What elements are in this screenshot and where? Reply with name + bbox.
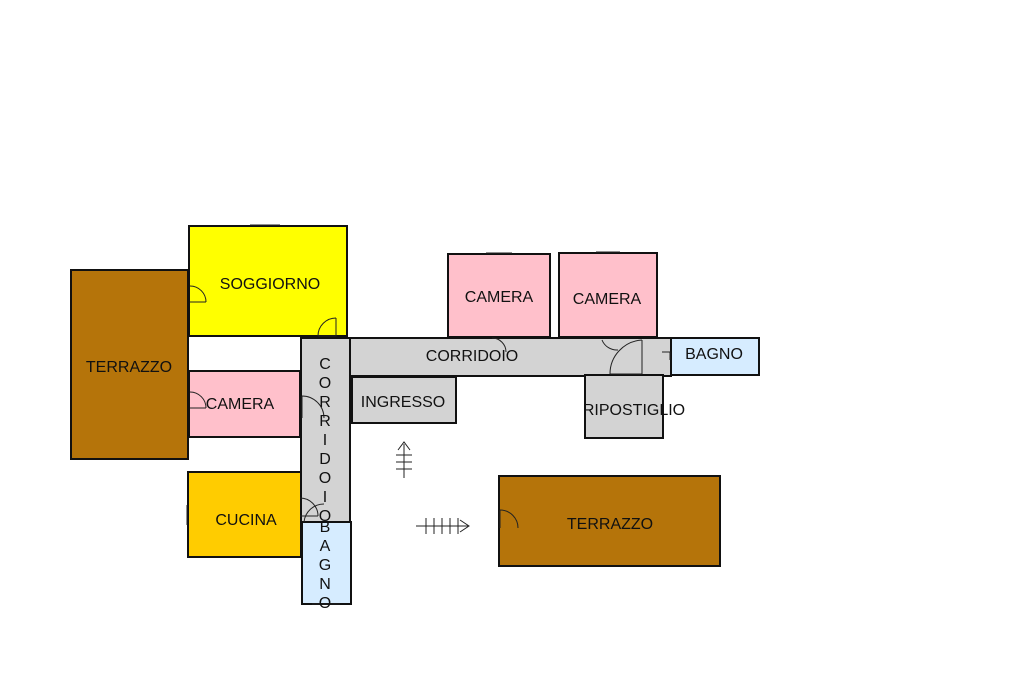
- vertical-label-letter: O: [318, 595, 332, 612]
- vertical-label-letter: D: [319, 451, 331, 468]
- door-arc-icon: [601, 339, 619, 351]
- room-corridoio-vertical: [300, 337, 351, 524]
- vertical-label-letter: B: [319, 519, 331, 536]
- door-arc-icon: [299, 497, 319, 517]
- door-arc-icon: [491, 337, 507, 353]
- door-arc-icon: [317, 317, 337, 337]
- room-soggiorno: [188, 225, 348, 337]
- label-ripostiglio: RIPOSTIGLIO: [582, 402, 686, 419]
- label-camera-left: CAMERA: [205, 396, 275, 413]
- room-bagno-right: [670, 337, 760, 376]
- door-arc-icon: [189, 391, 207, 409]
- label-camera-top-1: CAMERA: [464, 289, 534, 306]
- door-arc-icon: [301, 395, 325, 419]
- label-soggiorno: SOGGIORNO: [219, 276, 321, 293]
- vertical-label-letter: I: [322, 432, 328, 449]
- label-ingresso: INGRESSO: [360, 394, 446, 411]
- vertical-label-letter: I: [322, 489, 328, 506]
- door-arc-icon: [499, 509, 519, 529]
- label-camera-top-2: CAMERA: [572, 291, 642, 308]
- label-cucina: CUCINA: [215, 512, 277, 529]
- room-bagno-vertical: [301, 521, 352, 605]
- door-arc-icon: [303, 503, 325, 523]
- room-terrazzo-left: [70, 269, 189, 460]
- room-corridoio-horizontal: [349, 337, 672, 377]
- vertical-label-letter: R: [319, 413, 331, 430]
- stair-arrow-icon: [416, 518, 470, 534]
- door-arc-icon: [609, 339, 643, 375]
- vertical-label-letter: O: [318, 508, 332, 525]
- label-bagno-right: BAGNO: [685, 346, 743, 363]
- vertical-label-letter: A: [319, 538, 331, 555]
- room-camera-left: [188, 370, 301, 438]
- label-corridoio-horizontal: CORRIDOIO: [425, 348, 519, 365]
- vertical-label-letter: C: [319, 356, 331, 373]
- room-camera-top-2: [558, 252, 658, 338]
- vertical-label-letter: R: [319, 394, 331, 411]
- vertical-label-letter: O: [318, 470, 332, 487]
- door-arc-icon: [189, 285, 207, 303]
- room-camera-top-1: [447, 253, 551, 338]
- room-terrazzo-right: [498, 475, 721, 567]
- vertical-label-letter: N: [319, 576, 331, 593]
- door-arc-icon: [662, 351, 671, 360]
- vertical-label-letter: O: [318, 375, 332, 392]
- vertical-label-letter: G: [318, 557, 332, 574]
- label-terrazzo-right: TERRAZZO: [566, 516, 654, 533]
- room-ripostiglio: [584, 374, 664, 439]
- room-ingresso: [351, 376, 457, 424]
- label-terrazzo-left: TERRAZZO: [85, 359, 173, 376]
- stair-arrow-icon: [396, 441, 412, 478]
